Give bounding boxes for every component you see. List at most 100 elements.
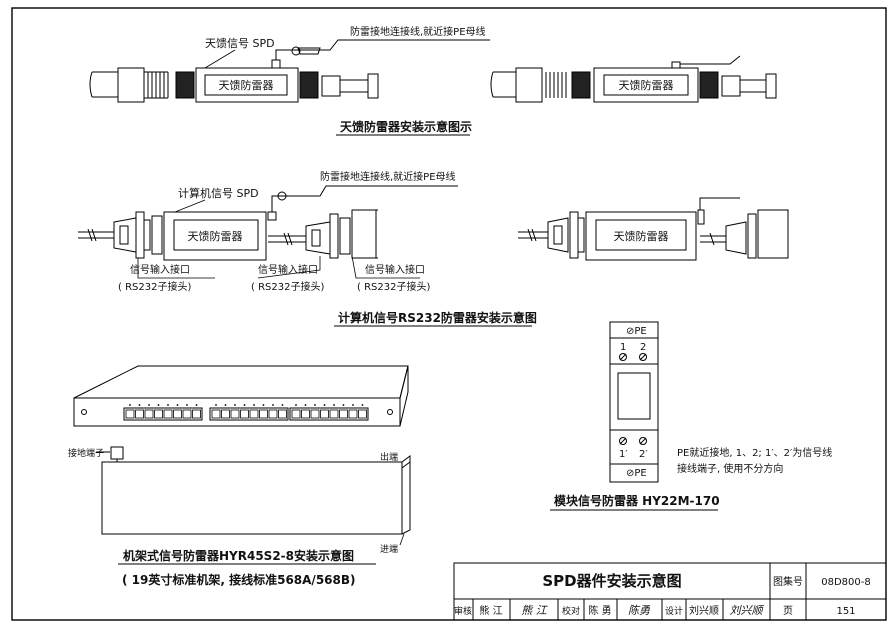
port-indicator-dot — [224, 404, 227, 406]
sheet-border — [11, 7, 887, 621]
rj45-port-icon — [278, 409, 287, 419]
rj45-port-icon — [348, 409, 358, 419]
rs232-ground-wire — [271, 185, 458, 212]
port-indicator-dot — [323, 404, 326, 406]
module-note-line2: 接线端子, 使用不分方向 — [677, 462, 783, 475]
antenna-ground-wire — [275, 39, 490, 60]
rj45-port-icon — [301, 409, 310, 419]
rs232-spd-label: 计算机信号 SPD — [178, 186, 259, 200]
rj45-port-icon — [125, 409, 135, 419]
rack-spd-top — [73, 365, 409, 427]
page-label: 页 — [783, 605, 793, 617]
antenna-ground-note: 防雷接地连接线,就近接PE母线 — [350, 25, 486, 38]
port-indicator-dot — [186, 404, 188, 406]
port-indicator-dot — [304, 404, 307, 406]
rj45-port-icon — [291, 409, 301, 419]
rj45-port-icon — [173, 409, 182, 419]
left-connector-ribs — [144, 71, 169, 99]
antenna-spd-right — [490, 55, 777, 103]
rs232-ground-note: 防雷接地连接线,就近接PE母线 — [320, 170, 456, 183]
rack-ground-terminal: 接地端子 — [68, 447, 104, 459]
rs232-device-label-right: 天馈防雷器 — [614, 229, 669, 243]
rs232-port3-label: 信号输入接口 — [365, 263, 425, 276]
rj45-port-icon — [249, 409, 259, 419]
rs232-device-label: 天馈防雷器 — [188, 229, 243, 243]
port-indicator-dot — [262, 404, 265, 406]
check-label: 校对 — [562, 605, 580, 617]
screw-icon — [639, 353, 647, 361]
review-label: 审核 — [454, 605, 472, 617]
module-terminal-1p: 1′ — [619, 449, 628, 460]
rs232-spd-left — [78, 209, 378, 261]
port-indicator-dot — [157, 404, 160, 406]
rj45-port-icon — [329, 409, 339, 419]
port-indicator-dot — [352, 404, 354, 406]
wire-lug-icon — [297, 47, 321, 55]
rack-port-frame — [123, 407, 203, 421]
port-indicator-dot — [253, 404, 255, 406]
module-note-line1: PE就近接地, 1、2; 1′、2′为信号线 — [677, 446, 832, 459]
module-pe-top: ⊘PE — [626, 326, 647, 337]
check-signature: 陈勇 — [628, 604, 651, 617]
rack-port-frame — [209, 407, 289, 421]
port-indicator-dot — [167, 404, 169, 406]
rj45-port-icon — [310, 409, 320, 419]
rj45-port-icon — [192, 409, 201, 419]
port-indicator-dot — [129, 404, 131, 406]
rs232-port1-label: 信号输入接口 — [130, 263, 190, 276]
module-terminal-2: 2 — [640, 342, 646, 353]
screw-icon — [639, 437, 647, 445]
review-signature: 熊 江 — [521, 604, 547, 617]
port-indicator-dot — [295, 404, 297, 406]
antenna-device-label: 天馈防雷器 — [219, 78, 274, 92]
rj45-port-icon — [230, 409, 240, 419]
rack-in-label: 进端 — [380, 543, 398, 555]
rs232-port2-sub: ( RS232子接头) — [251, 280, 324, 293]
antenna-spd-label: 天馈信号 SPD — [205, 37, 275, 50]
rs232-spd-right — [518, 197, 789, 261]
rs232-wire-ring-icon — [277, 191, 287, 201]
antenna-spd-left — [89, 59, 379, 103]
port-indicator-dot — [314, 404, 316, 406]
module-terminal-1: 1 — [620, 342, 626, 353]
port-indicator-dot — [281, 404, 284, 406]
rj45-port-icon — [211, 409, 221, 419]
rj45-port-icon — [144, 409, 154, 419]
rj45-port-icon — [135, 409, 144, 419]
wire-ring-icon — [291, 46, 301, 56]
rj45-port-icon — [358, 409, 367, 419]
rs232-port3-sub: ( RS232子接头) — [357, 280, 430, 293]
rack-out-label: 出端 — [380, 451, 398, 463]
design-name: 刘兴顺 — [689, 605, 719, 617]
check-name: 陈 勇 — [588, 604, 611, 617]
module-title: 模块信号防雷器 HY22M-170 — [554, 493, 720, 508]
rs232-port1-sub: ( RS232子接头) — [118, 280, 191, 293]
rack-port-group — [123, 404, 369, 421]
screw-icon — [619, 353, 627, 361]
port-indicator-dot — [342, 404, 345, 406]
antenna-device-label-right: 天馈防雷器 — [619, 78, 674, 92]
rj45-port-icon — [339, 409, 348, 419]
port-indicator-dot — [215, 404, 217, 406]
port-indicator-dot — [234, 404, 236, 406]
rack-spd-side — [96, 446, 411, 535]
atlas-label: 图集号 — [773, 575, 803, 588]
rack-port-frame — [289, 407, 369, 421]
design-label: 设计 — [665, 605, 683, 617]
rack-title: 机架式信号防雷器HYR45S2-8安装示意图 — [123, 548, 354, 563]
review-name: 熊 江 — [479, 604, 502, 617]
rj45-port-icon — [154, 409, 163, 419]
drawing-title: SPD器件安装示意图 — [542, 572, 681, 590]
atlas-number: 08D800-8 — [821, 577, 870, 588]
module-pe-bottom: ⊘PE — [626, 468, 647, 479]
module-terminal-2p: 2′ — [639, 449, 648, 460]
port-indicator-dot — [243, 404, 246, 406]
rj45-port-icon — [163, 409, 173, 419]
port-indicator-dot — [195, 404, 198, 406]
port-indicator-dot — [333, 404, 335, 406]
rack-subtitle: ( 19英寸标准机架, 接线标准568A/568B) — [122, 572, 356, 587]
rj45-port-icon — [259, 409, 268, 419]
port-indicator-dot — [361, 404, 364, 406]
design-signature: 刘兴顺 — [730, 604, 765, 617]
